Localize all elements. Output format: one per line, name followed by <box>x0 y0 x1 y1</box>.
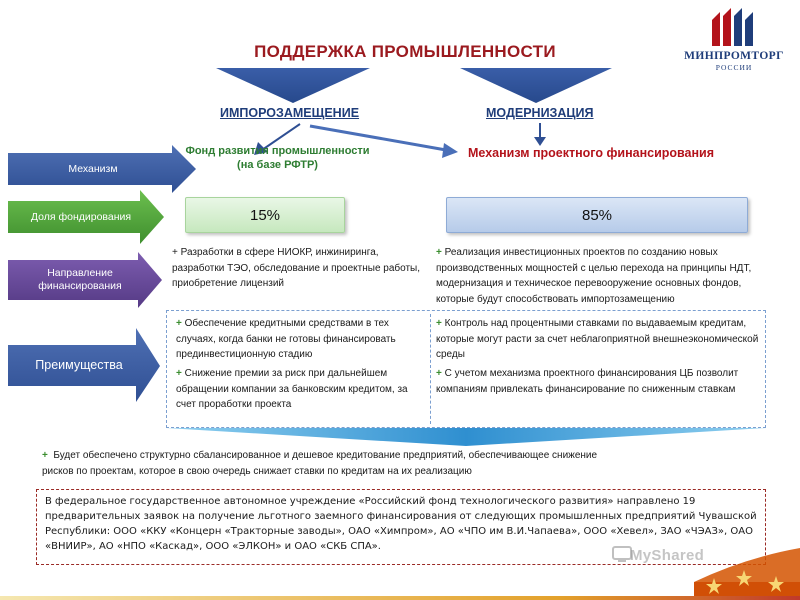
advantage-left-2-text: Снижение премии за риск при дальнейшем о… <box>176 368 408 410</box>
decorative-stars <box>694 548 800 600</box>
direction-right: + Реализация инвестиционных проектов по … <box>436 245 776 307</box>
note-text: В федеральное государственное автономное… <box>45 496 757 552</box>
funding-share-left: 15% <box>185 197 345 233</box>
plus-icon: + <box>436 247 442 258</box>
direction-left-text: + Разработки в сфере НИОКР, инжиниринга,… <box>172 247 421 289</box>
mechanism-label: Механизм <box>68 162 118 175</box>
plus-icon: + <box>436 368 442 379</box>
advantages-divider <box>430 314 431 424</box>
financing-direction-label: Направление финансирования <box>38 267 122 292</box>
fund-label-line2: (на базе РФТР) <box>237 159 318 171</box>
funnel-right <box>460 68 612 103</box>
summary-line2: рисков по проектам, которое в свою очере… <box>42 465 472 477</box>
plus-icon: + <box>42 450 48 461</box>
watermark-text: MyShared <box>630 547 705 564</box>
minpromtorg-logo <box>712 8 753 46</box>
summary-line1-text: Будет обеспечено структурно сбалансирова… <box>53 450 598 461</box>
advantages-box <box>166 310 766 428</box>
industry-development-fund-label: Фонд развития промышленности (на базе РФ… <box>170 144 385 172</box>
summary-line1: + Будет обеспечено структурно сбалансиро… <box>42 448 722 464</box>
summary: + Будет обеспечено структурно сбалансиро… <box>42 448 722 479</box>
logo-name: МИНПРОМТОРГ <box>684 50 784 62</box>
funding-share-right: 85% <box>446 197 748 233</box>
direction-right-text: Реализация инвестиционных проектов по со… <box>436 247 752 305</box>
project-financing-label: Механизм проектного финансирования <box>468 146 715 160</box>
import-substitution-label: ИМПОРОЗАМЕЩЕНИЕ <box>220 106 360 120</box>
advantage-right-1: + Контроль над процентными ставками по в… <box>436 316 766 363</box>
advantage-right-2: + С учетом механизма проектного финансир… <box>436 366 766 397</box>
fund-label-line1: Фонд развития промышленности <box>185 145 370 157</box>
advantage-right-2-text: С учетом механизма проектного финансиров… <box>436 368 739 395</box>
decorative-bar <box>0 596 800 600</box>
bottom-funnel <box>166 428 766 446</box>
plus-icon: + <box>436 318 442 329</box>
advantage-left-1: + Обеспечение кредитными средствами в те… <box>176 316 426 363</box>
advantage-left-2: + Снижение премии за риск при дальнейшем… <box>176 366 426 413</box>
page-title: ПОДДЕРЖКА ПРОМЫШЛЕННОСТИ <box>254 42 556 61</box>
funnel-left <box>216 68 370 103</box>
watermark-icon <box>612 546 632 562</box>
funding-share-label: Доля фондирования <box>30 210 132 223</box>
modernization-label: МОДЕРНИЗАЦИЯ <box>486 106 594 120</box>
plus-icon: + <box>176 318 182 329</box>
plus-icon: + <box>176 368 182 379</box>
advantages-label: Преимущества <box>35 358 123 372</box>
advantage-right-1-text: Контроль над процентными ставками по выд… <box>436 318 759 360</box>
logo-subtitle: РОССИИ <box>715 63 753 72</box>
note-box: В федеральное государственное автономное… <box>36 489 766 565</box>
advantage-left-1-text: Обеспечение кредитными средствами в тех … <box>176 318 396 360</box>
